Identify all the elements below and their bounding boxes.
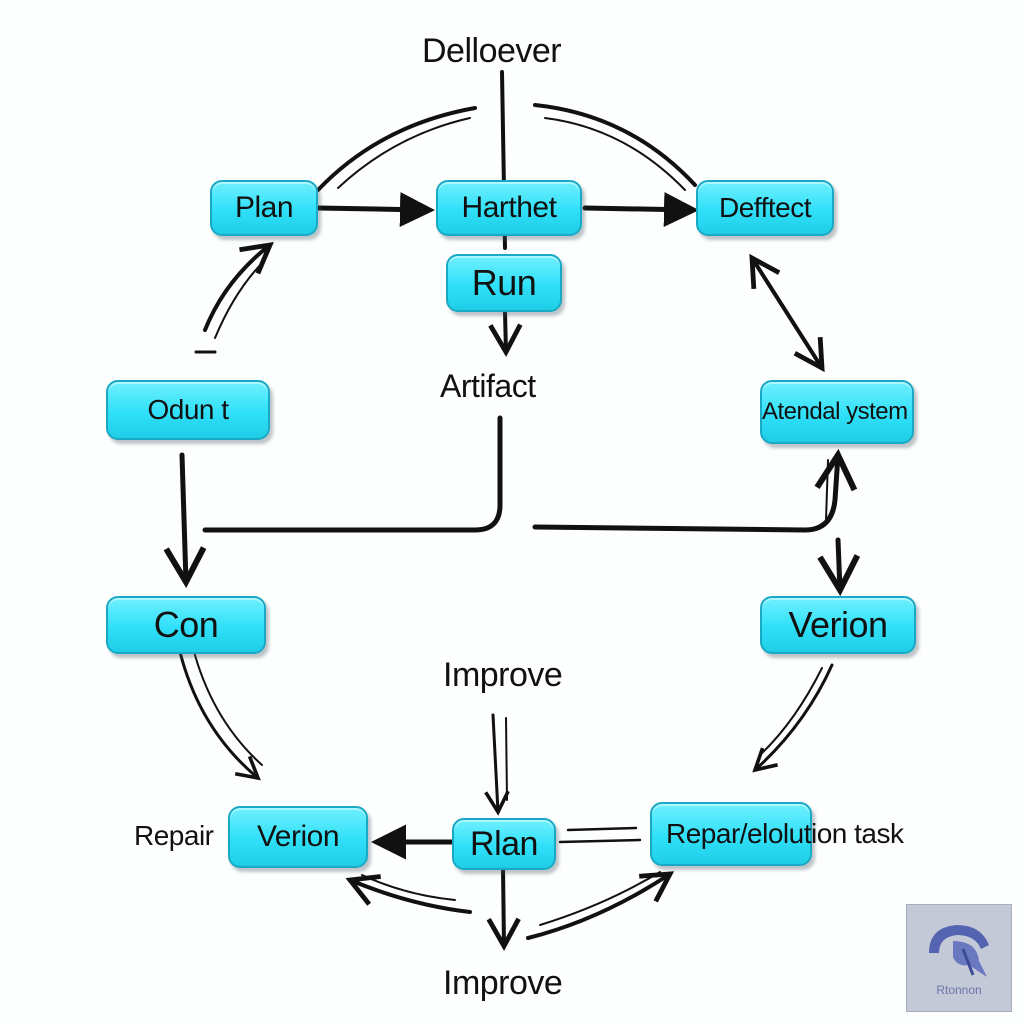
node-harthet: Harthet <box>436 180 582 236</box>
line-repar-rlan-bottom <box>558 838 642 844</box>
diagram-title: Delloever <box>422 32 562 70</box>
node-run: Run <box>446 254 562 312</box>
arrow-plan-harthet <box>315 191 435 227</box>
logo-mark-icon <box>929 925 989 977</box>
arrow-odun-plan-inner <box>214 259 266 339</box>
label-repair-left: Repair <box>134 820 214 851</box>
arrow-odun-con <box>163 452 207 589</box>
arrow-con-verion <box>178 650 261 781</box>
arrow-improve-rlan <box>484 713 510 816</box>
node-con: Con <box>106 596 266 654</box>
arrow-defftect-atendal <box>749 253 825 373</box>
arrow-con-verion-inner <box>192 647 263 766</box>
label-improve-bottom: Improve <box>443 964 563 1002</box>
node-verion-left: Verion <box>228 806 368 868</box>
node-repar: Repar/elolution task <box>650 802 904 866</box>
arrow-verion-repar-inner <box>759 667 823 756</box>
node-defftect: Defftect <box>696 180 834 236</box>
arc-top-right <box>533 103 697 187</box>
node-verion-right: Verion <box>760 596 916 654</box>
arrow-atendal-verion <box>817 537 861 597</box>
arc-top-left <box>316 106 477 192</box>
node-atendal: Atendal ystem <box>760 380 914 444</box>
connector-artifact-right <box>532 448 858 533</box>
arc-top-right-inner <box>544 117 686 191</box>
arc-top-left-inner <box>337 117 471 189</box>
arrow-harthet-defftect <box>582 191 699 227</box>
arrow-rlan-repar-curve <box>526 871 675 940</box>
arrow-odun-plan <box>203 241 274 332</box>
arrow-rlan-improve <box>486 866 521 951</box>
line-repar-rlan-top <box>566 826 638 832</box>
connector-artifact-left <box>202 415 503 533</box>
node-rlan: Rlan <box>452 818 556 870</box>
node-plan: Plan <box>210 180 318 236</box>
arrow-improve-rlan-inner <box>505 717 508 801</box>
arrow-verion-repar <box>752 663 834 773</box>
label-improve-middle: Improve <box>443 656 563 694</box>
label-artifact: Artifact <box>440 368 536 404</box>
watermark-text: Rtonnon <box>936 983 982 997</box>
arrow-rlan-verion-curve-inner <box>361 874 456 901</box>
arrow-rlan-repar-curve-inner <box>539 871 661 926</box>
watermark-badge: Rtonnon <box>906 904 1012 1012</box>
arrow-run-artifact <box>488 310 523 357</box>
node-odun: Odun t <box>106 380 270 440</box>
arrow-rlan-verion-curve <box>345 874 472 914</box>
connector-artifact-right-inner <box>825 459 829 521</box>
